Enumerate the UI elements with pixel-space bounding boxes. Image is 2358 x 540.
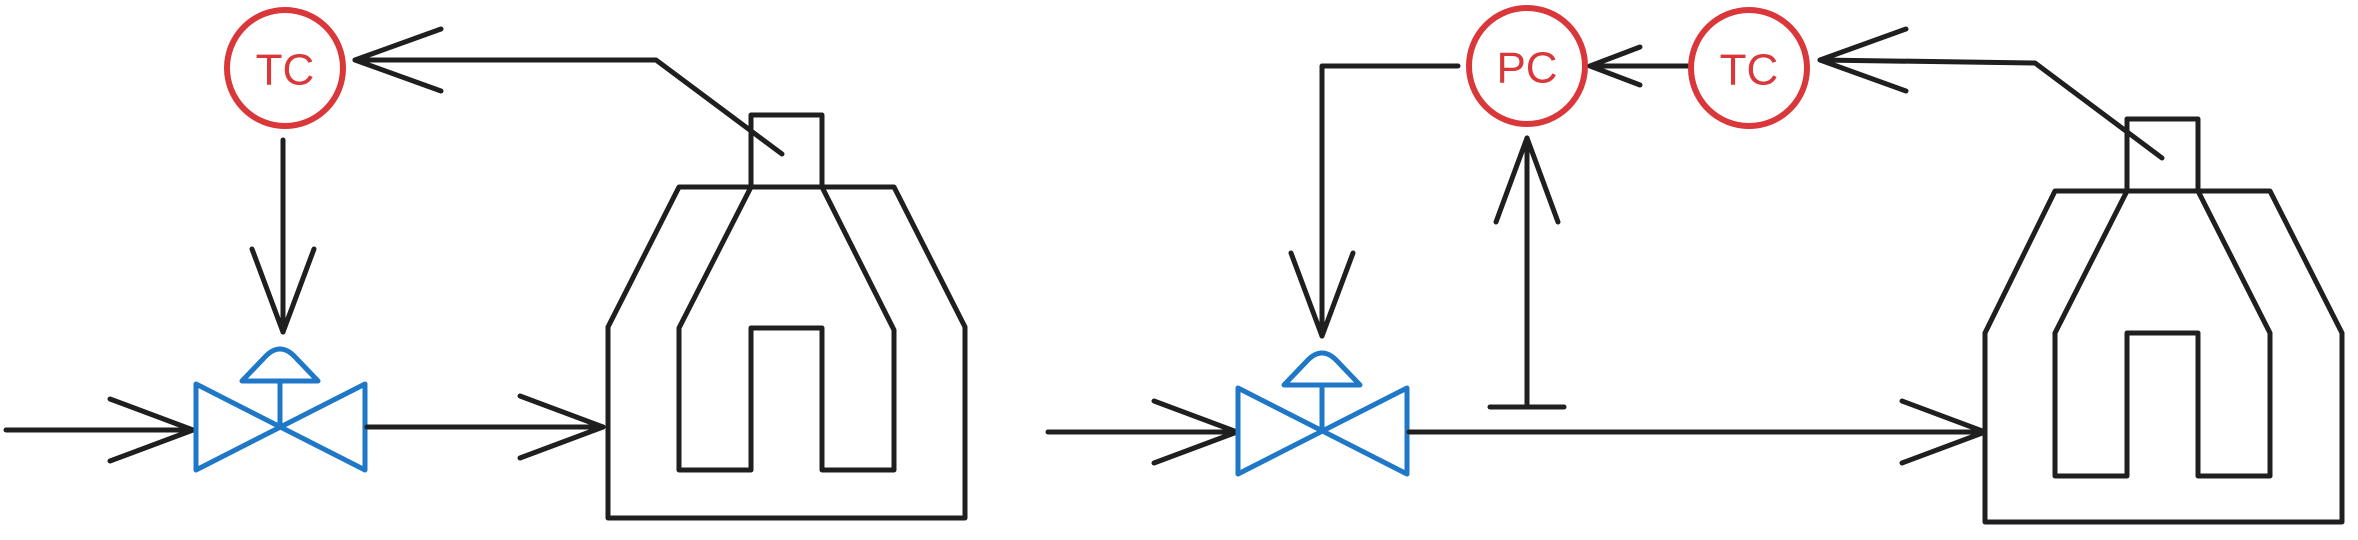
right-valve-signal-arrowhead	[1288, 250, 1356, 339]
right-valve-actuator	[1281, 350, 1363, 388]
left-tc-label: TC	[256, 46, 315, 95]
left-valve-signal-arrowhead	[249, 246, 317, 335]
left-vessel-nozzle	[748, 112, 825, 190]
right-tc-label: TC	[1720, 46, 1779, 95]
left-control-valve[interactable]	[193, 346, 368, 473]
left-vessel-jacket	[605, 184, 968, 521]
right-vessel-nozzle	[2124, 116, 2201, 194]
right-temperature-signal	[1817, 57, 2165, 161]
left-loop: TC	[3, 7, 968, 521]
right-cascade-signal-arrowhead	[1587, 44, 1643, 88]
left-vessel-inner	[676, 184, 897, 473]
left-temperature-signal	[352, 57, 785, 157]
left-vessel	[605, 112, 968, 521]
left-tc-circle	[224, 7, 346, 129]
right-valve-body	[1235, 385, 1410, 477]
left-temperature-signal-arrowhead	[352, 26, 444, 94]
right-tc-circle	[1688, 7, 1810, 129]
right-vessel-jacket	[1982, 188, 2345, 525]
left-valve-body	[193, 381, 368, 473]
right-pressure-signal-arrowhead	[1493, 135, 1561, 225]
left-outlet-arrowhead	[517, 393, 606, 461]
right-temperature-controller[interactable]: TC	[1688, 7, 1810, 129]
left-temperature-controller[interactable]: TC	[224, 7, 346, 129]
right-pc-circle	[1466, 5, 1588, 127]
right-temperature-signal-arrowhead	[1817, 26, 1909, 94]
right-vessel	[1982, 116, 2345, 525]
right-valve-signal	[1319, 63, 1461, 339]
left-inlet-arrowhead	[107, 396, 196, 464]
left-valve-actuator	[239, 346, 321, 384]
right-pc-label: PC	[1496, 44, 1557, 93]
right-pressure-controller[interactable]: PC	[1466, 5, 1588, 127]
right-control-valve[interactable]	[1235, 350, 1410, 477]
right-vessel-inner	[2052, 188, 2273, 479]
right-loop: PC TC	[1045, 5, 2345, 525]
